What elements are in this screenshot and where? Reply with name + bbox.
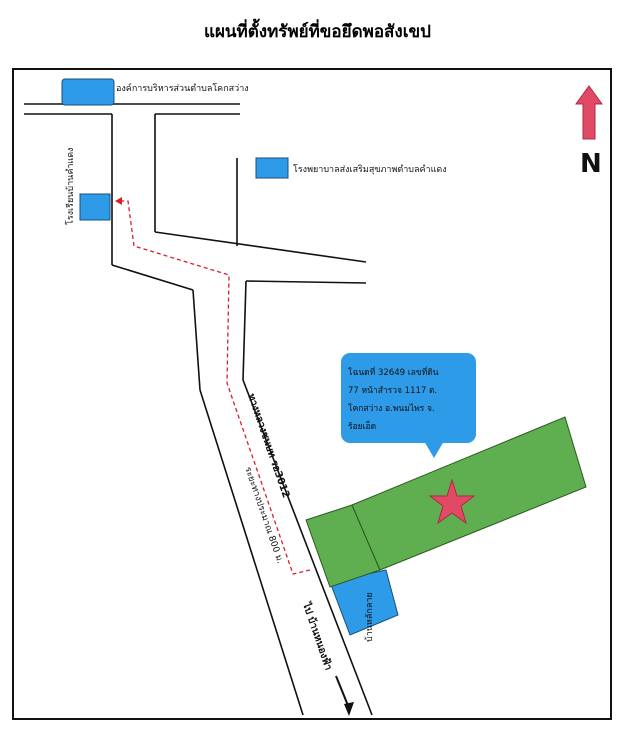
- direction-label: ไป บ้านหนองฟ้า: [300, 600, 336, 672]
- route-arrowhead: [115, 197, 122, 205]
- callout-line-4: ร้อยเอ็ด: [348, 420, 376, 432]
- highway-edge: [192, 289, 201, 391]
- north-arrow-icon: [575, 85, 603, 140]
- hospital-label: โรงพยาบาลส่งเสริมสุขภาพตำบลคำแดง: [293, 164, 447, 175]
- highway-edge: [242, 280, 247, 381]
- village-label: บ้านหลักลาย: [364, 592, 375, 642]
- route-path: [118, 200, 311, 575]
- highway-edge: [199, 389, 304, 716]
- tao-office-label: องค์การบริหารส่วนตำบลโคกสว่าง: [116, 82, 249, 94]
- map-frame: [12, 68, 612, 720]
- hospital-building: [255, 157, 289, 179]
- tao-office-building: [61, 78, 115, 106]
- page-title: แผนที่ตั้งทรัพย์ที่ขอยึดพอสังเขป: [204, 22, 431, 42]
- south-arrowhead: [344, 702, 354, 716]
- road-edge: [111, 264, 194, 291]
- south-arrow-line: [335, 675, 350, 709]
- callout-line-2: 77 หน้าสำรวจ 1117 ต.: [348, 385, 437, 396]
- callout-pointer: [424, 441, 444, 458]
- road-edge: [245, 280, 367, 284]
- callout-line-3: โคกสว่าง อ.พนมไพร จ.: [348, 403, 435, 414]
- callout-box: [341, 353, 476, 443]
- land-parcel: [351, 416, 587, 571]
- school-label: โรงเรียนบ้านคำแดง: [65, 148, 76, 225]
- school-building: [79, 193, 111, 221]
- star-marker-icon: [428, 478, 476, 525]
- callout-line-1: โฉนดที่ 32649 เลขที่ดิน: [348, 366, 439, 378]
- highway-edge: [242, 379, 373, 716]
- road-edge: [154, 231, 367, 263]
- north-label: N: [580, 149, 602, 179]
